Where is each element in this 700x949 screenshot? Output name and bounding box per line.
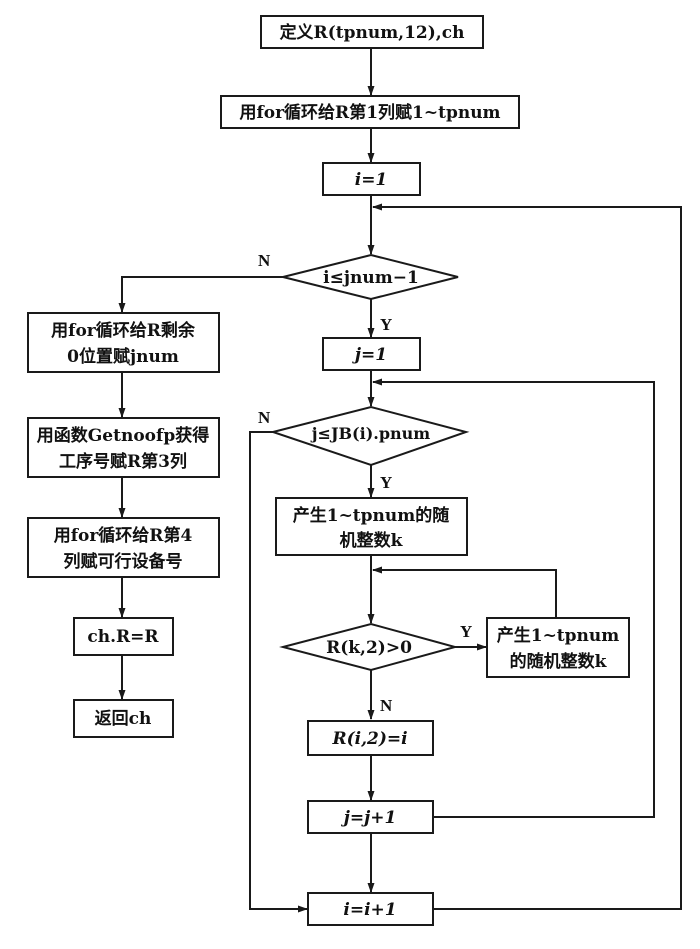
node-j-inc: j=j+1 — [307, 800, 434, 834]
connectors — [118, 48, 682, 913]
node-getnoofp: 用函数Getnoofp获得 工序号赋R第3列 — [27, 417, 220, 478]
node-col4-text-line2: 列赋可行设备号 — [64, 551, 183, 572]
node-j-inc-text: j=j+1 — [341, 808, 397, 828]
label-cond-i-no: N — [258, 251, 271, 270]
node-ch-assign: ch.R=R — [73, 617, 174, 656]
arrow-outer-loop-return — [372, 203, 682, 910]
label-cond-k-yes: Y — [460, 622, 472, 641]
node-rand2-text-line1: 产生1~tpnum — [497, 625, 620, 646]
label-cond-i-yes: Y — [380, 315, 392, 334]
decision-cond-k: R(k,2)>0 — [279, 622, 459, 672]
label-cond-j-yes: Y — [380, 473, 392, 492]
node-fill-rest: 用for循环给R剩余 0位置赋jnum — [27, 312, 220, 373]
decision-cond-j: j≤JB(i).pnum — [269, 405, 470, 467]
node-assign-text: R(i,2)=i — [331, 729, 407, 749]
node-i-inc: i=i+1 — [307, 892, 434, 926]
node-return-text: 返回ch — [95, 709, 152, 729]
node-rand1-text-line2: 机整数k — [340, 530, 404, 551]
node-define: 定义R(tpnum,12),ch — [260, 15, 484, 49]
label-cond-k-no: N — [380, 696, 393, 715]
arrow-rand2-loop-return — [372, 566, 557, 618]
decision-cond-i: i≤jnum−1 — [282, 253, 459, 301]
node-init-col1-text: 用for循环给R第1列赋1~tpnum — [239, 102, 500, 123]
arrow-cond-j-no — [249, 431, 308, 913]
node-rand2: 产生1~tpnum 的随机整数k — [486, 617, 630, 678]
node-getnoofp-text-line1: 用函数Getnoofp获得 — [37, 425, 209, 446]
decision-cond-k-text: R(k,2)>0 — [326, 638, 412, 658]
node-fill-rest-text-line1: 用for循环给R剩余 — [51, 320, 196, 341]
node-getnoofp-text-line2: 工序号赋R第3列 — [59, 451, 187, 472]
node-ch-assign-text: ch.R=R — [87, 627, 159, 647]
node-col4: 用for循环给R第4 列赋可行设备号 — [27, 517, 220, 578]
node-i-init-text: i=1 — [355, 170, 388, 190]
decision-cond-j-text: j≤JB(i).pnum — [310, 424, 431, 443]
node-j-init: j=1 — [322, 337, 421, 371]
node-i-inc-text: i=i+1 — [343, 900, 396, 920]
node-return: 返回ch — [73, 699, 174, 738]
arrow-inner-loop-return — [372, 378, 655, 818]
node-col4-text-line1: 用for循环给R第4 — [54, 525, 193, 546]
node-rand2-text-line2: 的随机整数k — [510, 651, 608, 672]
node-rand1: 产生1~tpnum的随 机整数k — [275, 497, 468, 556]
decision-cond-i-text: i≤jnum−1 — [323, 268, 419, 288]
node-assign: R(i,2)=i — [307, 720, 434, 756]
node-fill-rest-text-line2: 0位置赋jnum — [67, 346, 179, 367]
node-init-col1: 用for循环给R第1列赋1~tpnum — [220, 95, 520, 129]
arrow-cond-i-no — [118, 276, 283, 313]
node-i-init: i=1 — [322, 162, 421, 196]
label-cond-j-no: N — [258, 408, 271, 427]
node-j-init-text: j=1 — [352, 345, 387, 365]
node-define-text: 定义R(tpnum,12),ch — [280, 22, 465, 43]
node-rand1-text-line1: 产生1~tpnum的随 — [293, 505, 450, 526]
